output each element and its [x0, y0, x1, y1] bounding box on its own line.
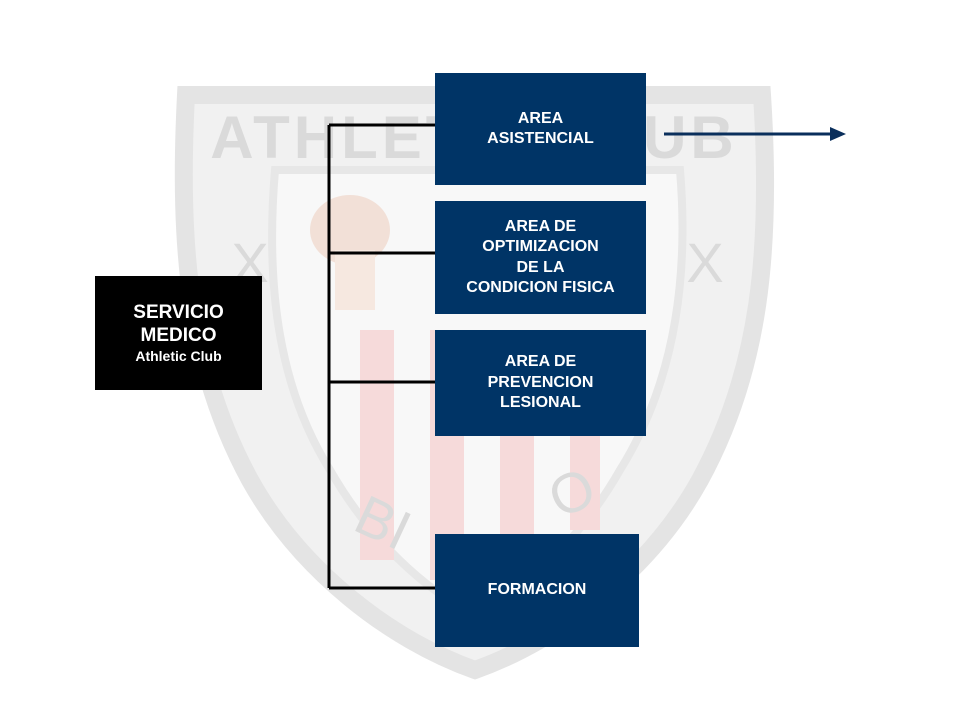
- area-box-asistencial: AREA ASISTENCIAL: [435, 73, 646, 185]
- root-title-line2: MEDICO: [140, 325, 217, 346]
- area-label-line: DE LA: [516, 258, 565, 276]
- area-box-formacion: FORMACION: [435, 534, 639, 647]
- area-label-line: ASISTENCIAL: [487, 130, 594, 147]
- root-box-servicio-medico: SERVICIO MEDICO Athletic Club: [95, 276, 262, 390]
- area-label-line: PREVENCION: [487, 373, 594, 391]
- root-subtitle: Athletic Club: [135, 348, 222, 364]
- area-box-prevencion: AREA DE PREVENCION LESIONAL: [435, 330, 646, 436]
- area-box-optimizacion: AREA DE OPTIMIZACION DE LA CONDICION FIS…: [435, 201, 646, 314]
- area-label-line: OPTIMIZACION: [482, 238, 599, 255]
- crest-letter-right: X: [686, 231, 723, 294]
- root-title-line1: SERVICIO: [133, 302, 224, 323]
- area-label-line: CONDICION FISICA: [466, 279, 615, 296]
- area-label-line: AREA DE: [504, 217, 577, 235]
- right-arrow-icon: [664, 127, 846, 141]
- area-label-line: AREA DE: [504, 353, 577, 371]
- area-label-line: FORMACION: [487, 581, 587, 599]
- area-label-line: LESIONAL: [500, 394, 581, 412]
- area-label-line: AREA: [517, 109, 564, 127]
